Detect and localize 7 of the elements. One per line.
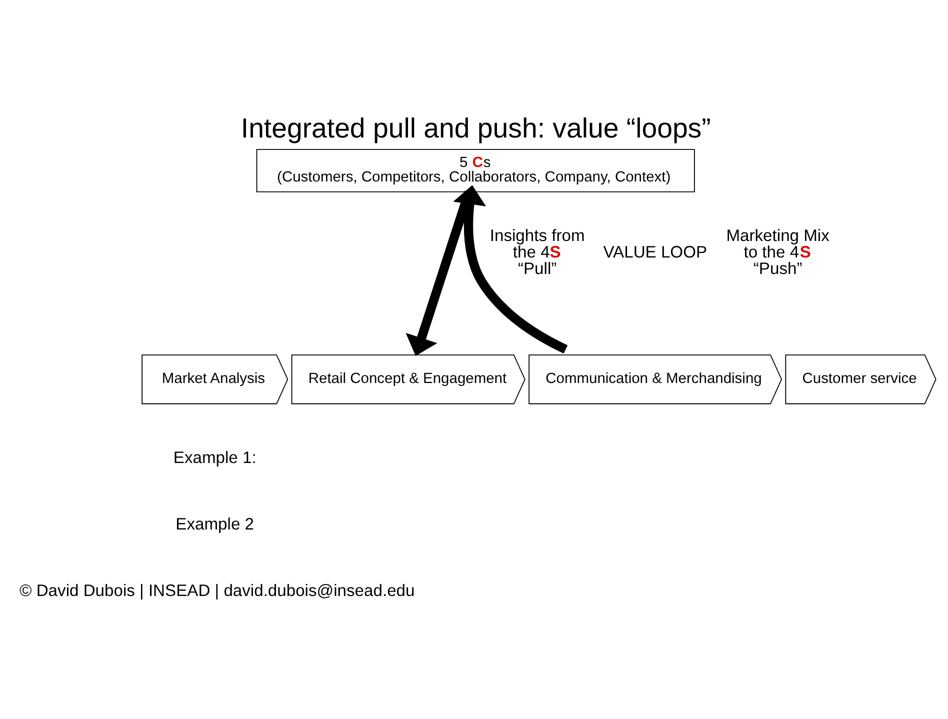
label: © David Dubois | INSEAD | david.dubois@insead.edu (20, 580, 415, 600)
diagram-title: Integrated pull and push: value “loops” (240, 112, 711, 143)
label: VALUE LOOP (603, 242, 708, 262)
label: Insights from the 4S “Pull” (490, 226, 585, 278)
label: Example 1: (173, 448, 256, 467)
label: Example 2 (176, 514, 254, 533)
label: Marketing Mix to the 4S “Push” (726, 226, 830, 278)
